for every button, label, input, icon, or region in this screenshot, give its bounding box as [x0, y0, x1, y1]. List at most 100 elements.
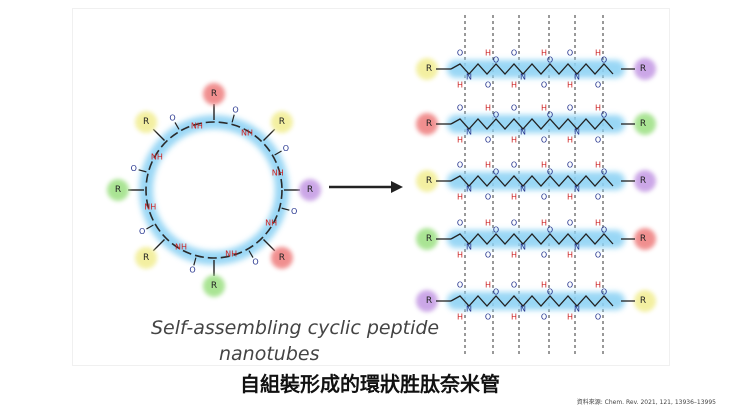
stack-oxygen-label: O	[485, 251, 491, 260]
carbonyl-bond	[231, 114, 235, 123]
backbone-nitrogen-label: N	[466, 128, 472, 137]
residue-blob	[270, 246, 293, 269]
backbone-oxygen-label: O	[493, 226, 499, 235]
backbone-oxygen-label: O	[547, 226, 553, 235]
backbone-oxygen-label: O	[493, 111, 499, 120]
amide-nh-label: NH	[144, 203, 156, 212]
stack-oxygen-label: O	[457, 104, 463, 113]
stack-oxygen-label: O	[567, 281, 573, 290]
left-residue-r-label: R	[426, 296, 432, 306]
backbone-oxygen-label: O	[493, 168, 499, 177]
stack-oxygen-label: O	[511, 161, 517, 170]
backbone-nitrogen-label: N	[466, 73, 472, 82]
stack-hydrogen-label: H	[541, 219, 547, 228]
stack-hydrogen-label: H	[485, 281, 491, 290]
carbonyl-oxygen-label: O	[283, 144, 289, 153]
stack-oxygen-label: O	[541, 136, 547, 145]
stack-oxygen-label: O	[567, 219, 573, 228]
residue-r-label: R	[279, 117, 285, 127]
backbone-nitrogen-label: N	[520, 73, 526, 82]
stack-oxygen-label: O	[485, 136, 491, 145]
backbone-oxygen-label: O	[547, 168, 553, 177]
residue-blob	[107, 179, 129, 201]
stack-hydrogen-label: H	[595, 281, 601, 290]
right-residue-blob	[634, 290, 656, 312]
residue-blob	[270, 111, 293, 134]
backbone-nitrogen-label: N	[520, 305, 526, 314]
stack-oxygen-label: O	[511, 49, 517, 58]
amide-nh-label: NH	[175, 243, 187, 252]
stack-hydrogen-label: H	[567, 193, 573, 202]
peptide-backbone	[450, 295, 614, 307]
left-residue-blob	[416, 290, 438, 312]
right-residue-r-label: R	[640, 119, 646, 129]
right-residue-blob	[634, 228, 656, 250]
backbone-oxygen-label: O	[547, 288, 553, 297]
stack-oxygen-label: O	[541, 313, 547, 322]
stack-hydrogen-label: H	[511, 251, 517, 260]
stack-oxygen-label: O	[541, 193, 547, 202]
carbonyl-bond	[274, 150, 282, 156]
right-residue-r-label: R	[640, 176, 646, 186]
side-chain-bond	[152, 239, 165, 252]
residue-r-label: R	[279, 253, 285, 263]
right-residue-blob	[634, 170, 656, 192]
residue-r-label: R	[211, 281, 217, 291]
peptide-backbone	[450, 63, 614, 75]
peptide-backbone	[450, 233, 614, 245]
residue-r-label: R	[143, 253, 149, 263]
carbonyl-oxygen-label: O	[169, 114, 175, 123]
stack-hydrogen-label: H	[541, 161, 547, 170]
left-residue-r-label: R	[426, 119, 432, 129]
stack-hydrogen-label: H	[541, 281, 547, 290]
stack-hydrogen-label: H	[567, 251, 573, 260]
stack-oxygen-label: O	[457, 281, 463, 290]
stack-hydrogen-label: H	[595, 104, 601, 113]
amide-nh-label: NH	[225, 249, 237, 258]
residue-blob	[135, 111, 158, 134]
stack-hydrogen-label: H	[457, 251, 463, 260]
stack-oxygen-label: O	[595, 193, 601, 202]
carbonyl-oxygen-label: O	[291, 207, 297, 216]
residue-r-label: R	[115, 185, 121, 195]
stack-oxygen-label: O	[511, 104, 517, 113]
stack-oxygen-label: O	[567, 161, 573, 170]
amide-nh-label: NH	[191, 122, 203, 131]
stack-hydrogen-label: H	[457, 81, 463, 90]
carbonyl-oxygen-label: O	[189, 266, 195, 275]
stack-hydrogen-label: H	[567, 81, 573, 90]
peptide-backbone	[450, 175, 614, 187]
stack-hydrogen-label: H	[485, 161, 491, 170]
backbone-oxygen-label: O	[547, 56, 553, 65]
stack-hydrogen-label: H	[511, 193, 517, 202]
left-residue-r-label: R	[426, 234, 432, 244]
backbone-nitrogen-label: N	[466, 185, 472, 194]
backbone-oxygen-label: O	[601, 288, 607, 297]
stack-oxygen-label: O	[567, 49, 573, 58]
backbone-oxygen-label: O	[601, 168, 607, 177]
left-residue-r-label: R	[426, 64, 432, 74]
stack-hydrogen-label: H	[595, 161, 601, 170]
stack-hydrogen-label: H	[485, 49, 491, 58]
residue-blob	[203, 275, 225, 297]
backbone-nitrogen-label: N	[520, 243, 526, 252]
residue-r-label: R	[211, 89, 217, 99]
stack-hydrogen-label: H	[457, 193, 463, 202]
stack-hydrogen-label: H	[541, 104, 547, 113]
stack-oxygen-label: O	[457, 49, 463, 58]
carbonyl-bond	[248, 250, 254, 258]
stack-oxygen-label: O	[485, 193, 491, 202]
amide-nh-label: NH	[241, 128, 253, 137]
ring-backbone	[145, 121, 283, 259]
carbonyl-bond	[138, 169, 147, 173]
stack-oxygen-label: O	[595, 136, 601, 145]
backbone-nitrogen-label: N	[574, 305, 580, 314]
carbonyl-bond	[174, 122, 180, 130]
stack-oxygen-label: O	[511, 219, 517, 228]
backbone-nitrogen-label: N	[574, 73, 580, 82]
left-residue-r-label: R	[426, 176, 432, 186]
right-residue-r-label: R	[640, 234, 646, 244]
stack-hydrogen-label: H	[567, 313, 573, 322]
stack-oxygen-label: O	[595, 251, 601, 260]
